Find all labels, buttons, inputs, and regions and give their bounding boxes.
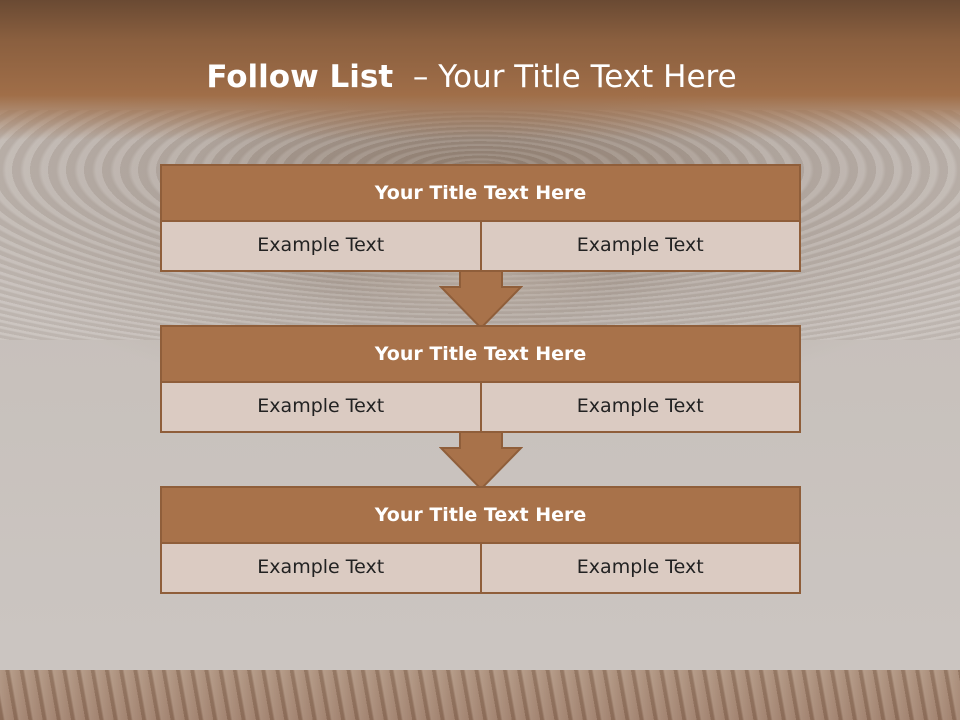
slide-title-bold: Follow List xyxy=(206,59,394,95)
list-block-2: Your Title Text Here Example Text Exampl… xyxy=(160,325,801,433)
block-title: Your Title Text Here xyxy=(162,488,799,544)
slide-title-rest: – Your Title Text Here xyxy=(412,59,737,95)
list-block-1: Your Title Text Here Example Text Exampl… xyxy=(160,164,801,272)
header-band xyxy=(0,0,960,140)
block-cell-right: Example Text xyxy=(479,222,799,270)
block-row: Example Text Example Text xyxy=(162,222,799,270)
down-arrow-icon xyxy=(439,270,523,330)
block-cell-right: Example Text xyxy=(479,383,799,431)
list-block-3: Your Title Text Here Example Text Exampl… xyxy=(160,486,801,594)
block-row: Example Text Example Text xyxy=(162,544,799,592)
block-cell-right: Example Text xyxy=(479,544,799,592)
slide-title: Follow List – Your Title Text Here xyxy=(0,52,943,102)
down-arrow-icon xyxy=(439,431,523,491)
block-cell-left: Example Text xyxy=(162,222,480,270)
block-cell-left: Example Text xyxy=(162,544,480,592)
wood-floor xyxy=(0,670,960,720)
block-cell-left: Example Text xyxy=(162,383,480,431)
block-title: Your Title Text Here xyxy=(162,327,799,383)
block-title: Your Title Text Here xyxy=(162,166,799,222)
block-row: Example Text Example Text xyxy=(162,383,799,431)
